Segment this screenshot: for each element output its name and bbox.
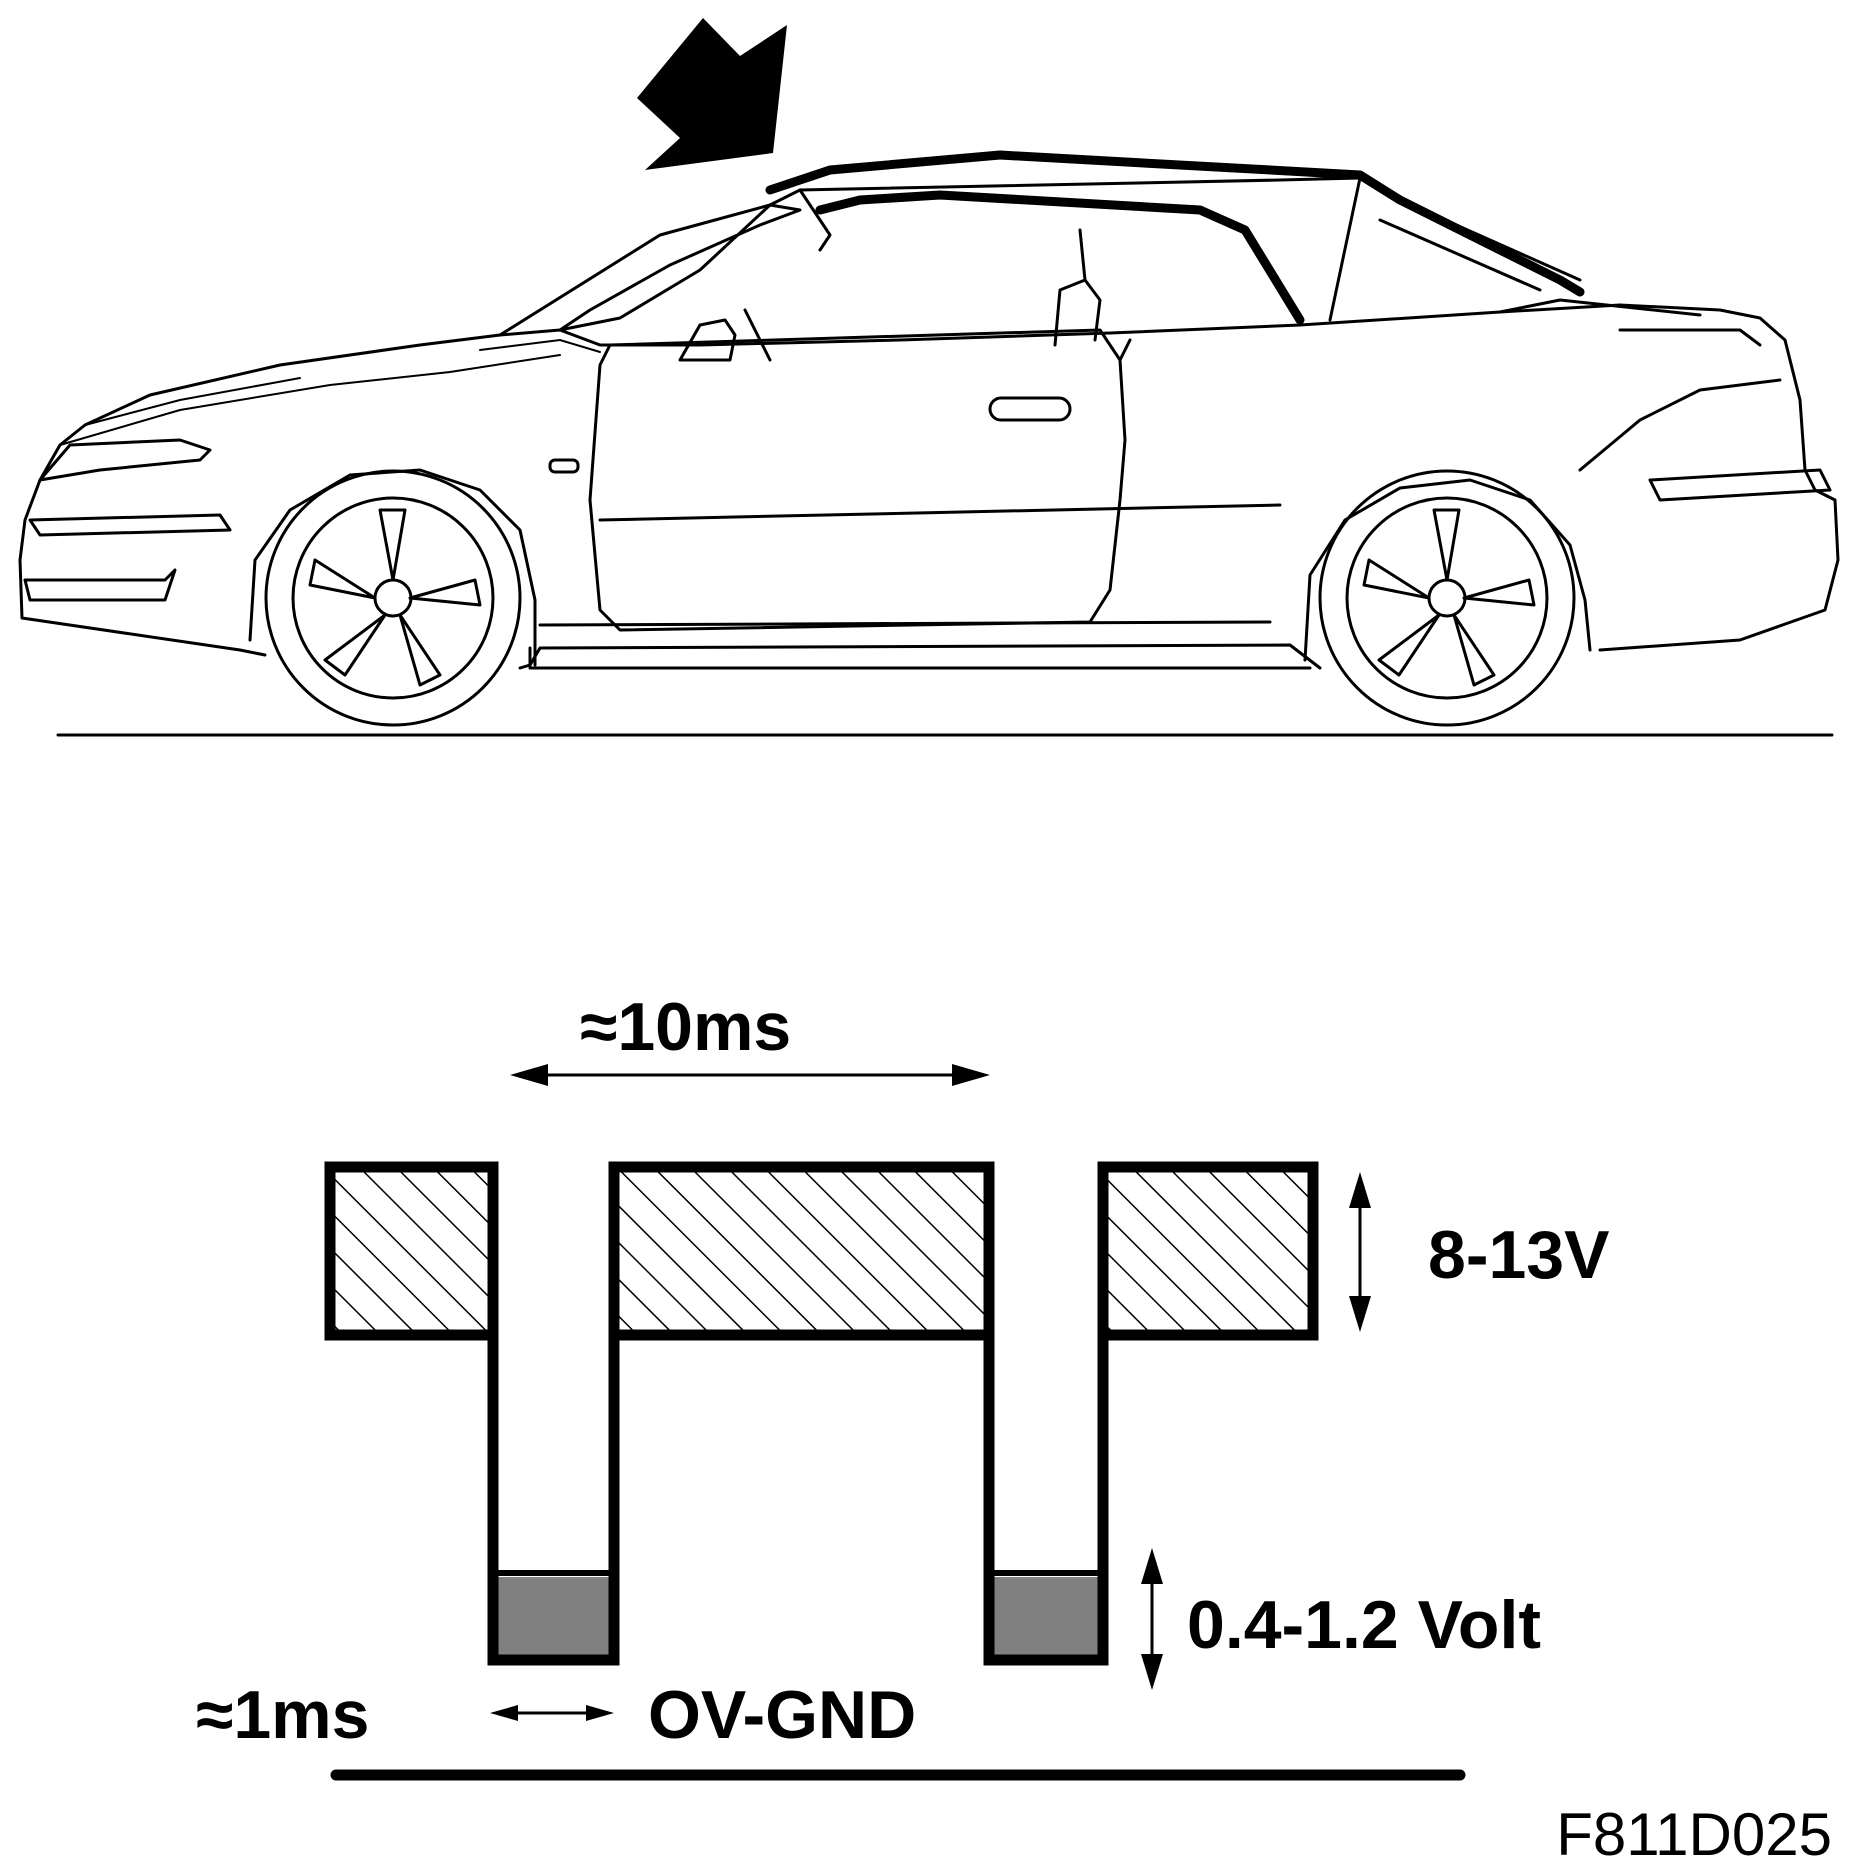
high-voltage-dimension [1349, 1172, 1371, 1332]
high-level-block [324, 1161, 499, 1341]
car-headlight [23, 438, 232, 602]
car-roof-top [765, 150, 1585, 297]
signal-waveform [324, 1161, 1466, 1781]
rear-wheel [1318, 469, 1576, 727]
pulse-trace [487, 1335, 1109, 1666]
high-voltage-label: 8-13V [1428, 1217, 1609, 1293]
side-marker [548, 458, 580, 474]
car-hood [59, 338, 601, 446]
period-dimension [510, 1064, 990, 1086]
car-seat-front [678, 308, 772, 362]
car-body-outline [18, 176, 1840, 670]
car-roof-rear [798, 176, 1582, 322]
pulse-width-label: ≈1ms [196, 1677, 369, 1753]
figure-code: F811D025 [1556, 1801, 1832, 1867]
high-level-block [608, 1161, 995, 1341]
high-level-block [1097, 1161, 1319, 1341]
car-roof-bow [815, 190, 1305, 325]
car-sill [528, 503, 1312, 670]
front-wheel [264, 469, 522, 727]
low-voltage-label: 0.4-1.2 Volt [1187, 1587, 1541, 1663]
low-level-fill [498, 1577, 610, 1655]
convertible-car-icon [18, 18, 1840, 737]
car-windshield [498, 203, 802, 337]
front-wheel-arch [248, 468, 537, 667]
ground-label: OV-GND [648, 1677, 916, 1753]
rear-wheel-arch [1303, 478, 1592, 662]
low-voltage-dimension [1141, 1548, 1163, 1690]
car-seat-rear [1053, 228, 1102, 347]
door-handle [988, 396, 1072, 422]
low-level-fill [988, 1577, 1100, 1655]
car-door [588, 328, 1132, 632]
arrow-pointer-icon [637, 18, 787, 170]
car-rear [1498, 298, 1832, 502]
pulse-width-dimension [490, 1705, 614, 1721]
period-label: ≈10ms [580, 989, 791, 1065]
